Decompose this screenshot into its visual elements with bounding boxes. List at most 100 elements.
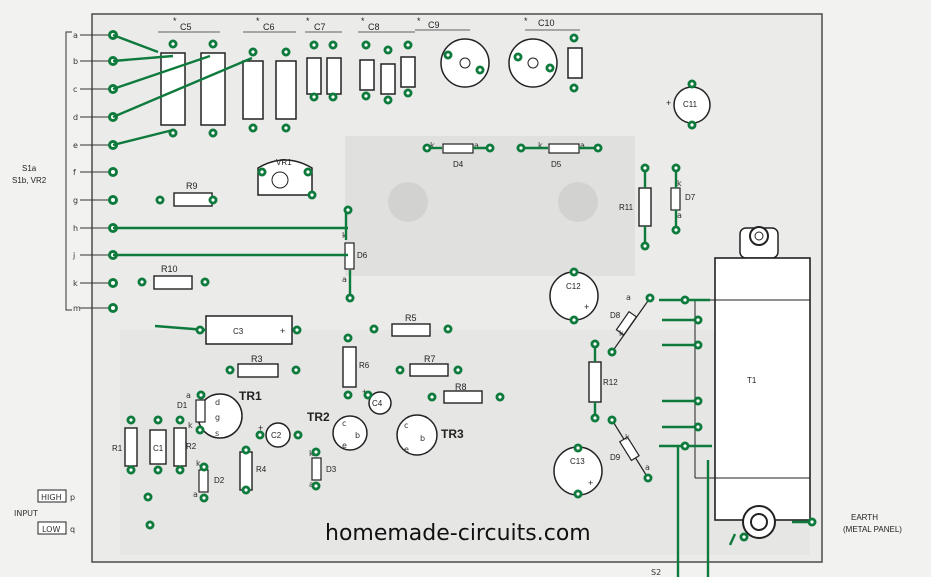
svg-text:LOW: LOW xyxy=(42,525,60,534)
svg-text:C9: C9 xyxy=(428,20,440,30)
svg-text:C1: C1 xyxy=(153,444,164,453)
svg-text:C12: C12 xyxy=(566,282,581,291)
pad-hole xyxy=(331,95,335,99)
capacitor-c1: C1 xyxy=(149,429,167,465)
pad-hole xyxy=(346,208,350,212)
pad-hole xyxy=(346,336,350,340)
svg-text:b: b xyxy=(420,434,425,443)
pad-hole xyxy=(158,198,162,202)
pad-hole xyxy=(398,368,402,372)
switch-pin-label: b xyxy=(73,57,78,66)
pad-hole xyxy=(244,488,248,492)
pad-hole xyxy=(312,95,316,99)
transformer-t1: T1 xyxy=(694,226,811,539)
resistor-r3: R3 xyxy=(237,354,279,378)
svg-text:k: k xyxy=(619,329,624,338)
earth-terminal: EARTH (METAL PANEL) xyxy=(843,513,902,534)
pad-hole xyxy=(146,495,150,499)
svg-text:R12: R12 xyxy=(603,378,618,387)
pad-hole xyxy=(148,523,152,527)
pad-hole xyxy=(364,94,368,98)
pad-hole xyxy=(683,298,687,302)
pad-hole xyxy=(696,318,700,322)
svg-text:D1: D1 xyxy=(177,401,188,410)
pad-hole xyxy=(211,198,215,202)
svg-text:D7: D7 xyxy=(685,193,696,202)
pad-hole xyxy=(690,82,694,86)
pad-hole xyxy=(643,166,647,170)
svg-text:*: * xyxy=(417,16,421,26)
svg-text:a: a xyxy=(342,275,347,284)
diode-d3: D3 ka xyxy=(309,449,337,489)
svg-text:R6: R6 xyxy=(359,361,370,370)
pad-hole xyxy=(572,270,576,274)
pad-hole xyxy=(260,170,264,174)
pad-hole xyxy=(312,43,316,47)
switch-pin-label: f xyxy=(73,168,76,177)
transistor-tr3: c b e TR3 xyxy=(396,414,464,456)
pad-hole xyxy=(548,66,552,70)
pad-hole xyxy=(251,126,255,130)
svg-text:R7: R7 xyxy=(424,354,436,364)
svg-text:R9: R9 xyxy=(186,181,198,191)
svg-text:k: k xyxy=(538,141,543,150)
pad-hole xyxy=(129,418,133,422)
svg-text:R8: R8 xyxy=(455,382,467,392)
pad-hole xyxy=(372,327,376,331)
pad-hole xyxy=(306,170,310,174)
svg-text:C13: C13 xyxy=(570,457,585,466)
svg-text:k: k xyxy=(625,433,630,442)
pad-hole xyxy=(696,425,700,429)
svg-text:c: c xyxy=(342,419,346,428)
pad-hole xyxy=(156,468,160,472)
capacitor-c13: C13 + xyxy=(553,446,603,496)
switch-label-1: S1a xyxy=(22,164,37,173)
pad-hole xyxy=(498,395,502,399)
pad-hole xyxy=(140,280,144,284)
pad-hole xyxy=(648,296,652,300)
pad-hole xyxy=(202,496,206,500)
svg-text:R5: R5 xyxy=(405,313,417,323)
pad-hole xyxy=(610,418,614,422)
svg-text:k: k xyxy=(196,459,201,468)
pad-hole xyxy=(178,468,182,472)
svg-text:a: a xyxy=(645,463,650,472)
pad-hole xyxy=(516,55,520,59)
pad-hole xyxy=(258,433,262,437)
pad-hole xyxy=(674,166,678,170)
pad-hole xyxy=(244,448,248,452)
capacitor-c2: C2 + xyxy=(258,422,291,448)
pad-hole xyxy=(810,520,814,524)
pad-hole xyxy=(211,42,215,46)
svg-text:C3: C3 xyxy=(233,327,244,336)
pad-hole xyxy=(572,36,576,40)
svg-text:a: a xyxy=(580,141,585,150)
pad-hole xyxy=(519,146,523,150)
svg-text:+: + xyxy=(588,478,593,488)
pad-hole xyxy=(406,43,410,47)
s2-label: S2 xyxy=(651,568,661,577)
pad-hole xyxy=(129,468,133,472)
switch-pin-label: h xyxy=(73,224,78,233)
svg-text:k: k xyxy=(342,231,347,240)
pad-hole xyxy=(171,42,175,46)
svg-text:b: b xyxy=(355,431,360,440)
pad-hole xyxy=(198,428,202,432)
capacitor-c9: * C9 xyxy=(415,16,490,88)
svg-text:D4: D4 xyxy=(453,160,464,169)
svg-text:*: * xyxy=(361,16,365,26)
switch-pin-label: g xyxy=(73,196,78,205)
input-label: INPUT xyxy=(14,509,38,518)
resistor-r6: R6 xyxy=(342,346,370,388)
svg-text:R11: R11 xyxy=(619,203,634,212)
svg-text:a: a xyxy=(626,293,631,302)
pad-hole xyxy=(683,444,687,448)
pad-hole xyxy=(610,350,614,354)
svg-text:D8: D8 xyxy=(610,311,621,320)
switch-pin-hole xyxy=(111,281,115,285)
svg-text:a: a xyxy=(677,211,682,220)
svg-text:D9: D9 xyxy=(610,453,621,462)
switch-pin-hole xyxy=(111,198,115,202)
